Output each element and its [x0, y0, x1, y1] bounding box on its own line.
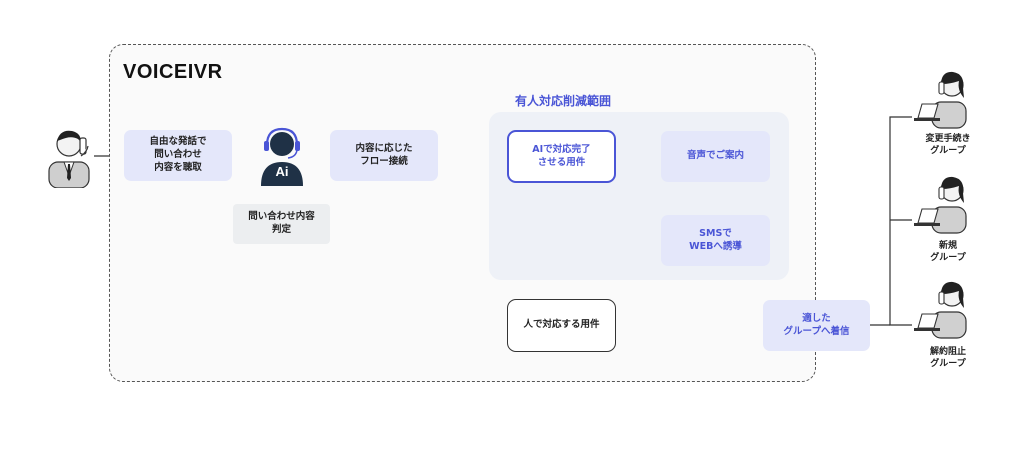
- group-change-label: 変更手続き グループ: [925, 134, 971, 157]
- ai-badge-label: Ai: [275, 164, 289, 179]
- diagram-title: VOICEIVR: [123, 61, 223, 83]
- inquiry-judge-box: 問い合わせ内容 判定: [233, 204, 330, 244]
- group-cancel-label: 解約阻止 グループ: [929, 347, 966, 370]
- ai-operator-icon: [261, 127, 303, 186]
- operator-group-change-icon: [914, 71, 967, 129]
- free-speech-box: 自由な発話で 問い合わせ 内容を聴取: [124, 130, 232, 181]
- caller-person-icon: [48, 130, 90, 188]
- voice-guide-box: 音声でご案内: [661, 131, 770, 182]
- sms-web-box: SMSで WEBへ誘導: [661, 215, 770, 266]
- operator-group-new-icon: [914, 176, 967, 234]
- route-group-box: 適した グループへ着信: [763, 300, 870, 351]
- operator-group-cancel-icon: [914, 281, 967, 339]
- reduction-zone-title: 有人対応削減範囲: [514, 94, 611, 108]
- connector-branch-vertical: [889, 116, 912, 326]
- ai-complete-box: AIで対応完了 させる用件: [507, 130, 616, 183]
- route-flow-box: 内容に応じた フロー接続: [330, 130, 438, 181]
- human-matter-box: 人で対応する用件: [507, 299, 616, 352]
- group-new-label: 新規 グループ: [930, 241, 966, 264]
